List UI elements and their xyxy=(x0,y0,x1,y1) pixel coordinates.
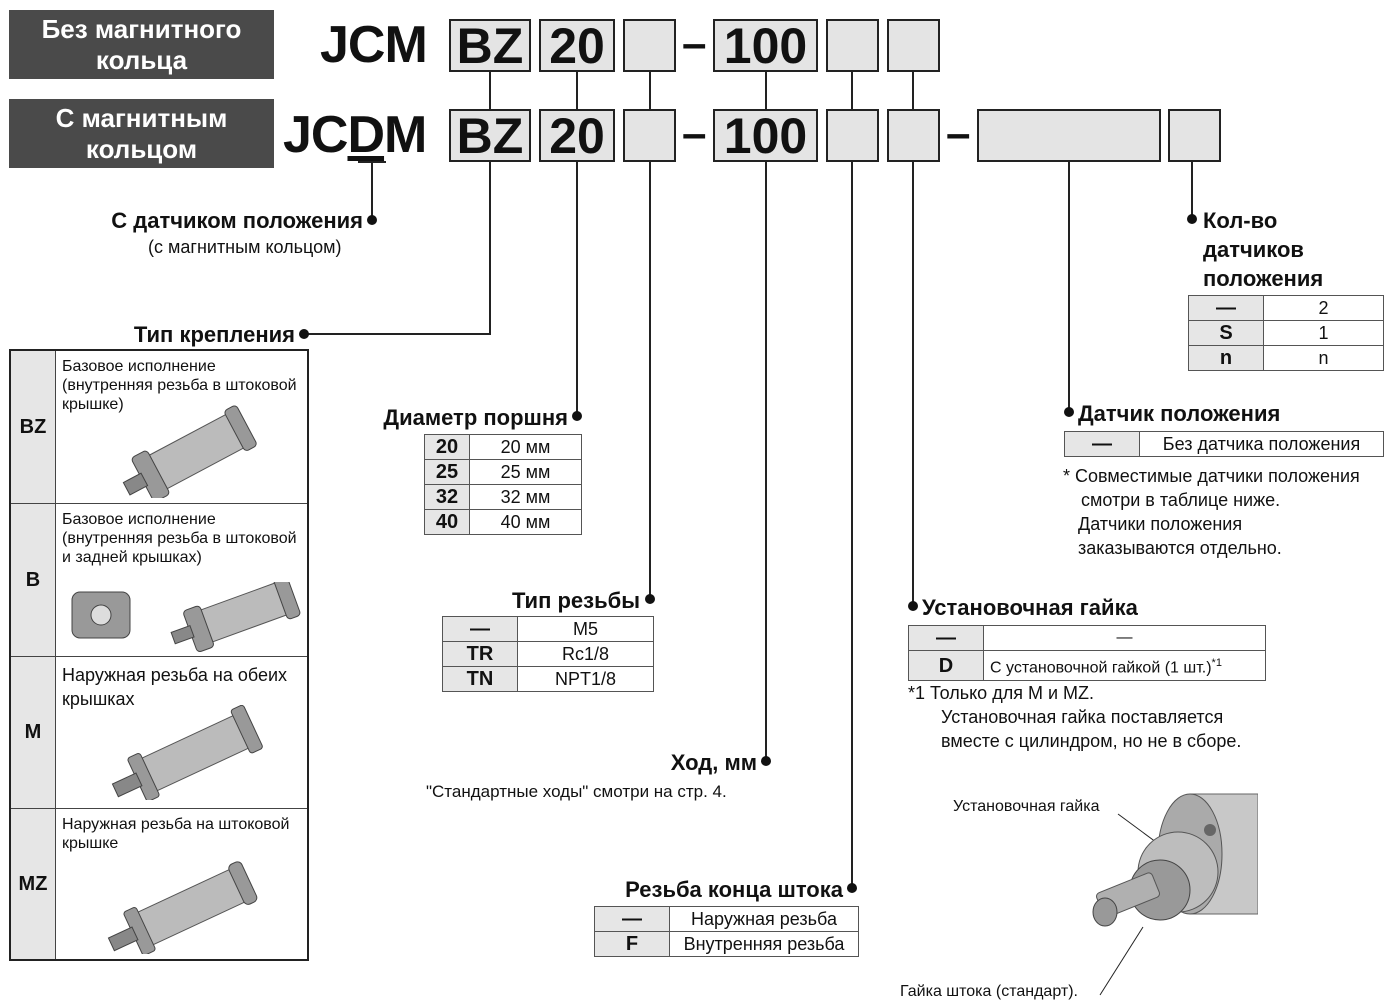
mounting-desc-text: Наружная резьба на обеих крышках xyxy=(62,663,301,711)
port-thread-row: —M5 xyxy=(443,617,654,642)
switch-count-title-3: положения xyxy=(1203,266,1323,292)
switch-count-key: n xyxy=(1189,346,1264,371)
cylinder-mz-image xyxy=(102,859,282,954)
bore-key: 20 xyxy=(425,435,470,460)
bore-key: 32 xyxy=(425,485,470,510)
rod-end-table: —Наружная резьба FВнутренняя резьба xyxy=(594,906,859,957)
port-thread-key: — xyxy=(443,617,518,642)
mounting-key: MZ xyxy=(11,809,56,959)
switch-count-row: —2 xyxy=(1189,296,1384,321)
auto-switch-row: —Без датчика положения xyxy=(1065,432,1384,457)
auto-switch-key: — xyxy=(1065,432,1140,457)
port-thread-value: Rc1/8 xyxy=(518,642,654,667)
mounting-desc: Наружная резьба на штоковой крышке xyxy=(56,809,307,959)
mounting-table: BZ Базовое исполнение (внутренняя резьба… xyxy=(9,349,309,961)
mount-nut-value-text: С установочной гайкой (1 шт.) xyxy=(990,659,1212,676)
mount-nut-value: — xyxy=(984,626,1266,651)
mount-nut-note-1: *1 Только для M и MZ. xyxy=(908,681,1094,705)
switch-count-value: 2 xyxy=(1264,296,1384,321)
cylinder-nut-image xyxy=(1080,790,1258,960)
switch-option-subtitle: (с магнитным кольцом) xyxy=(148,235,342,259)
port-thread-key: TR xyxy=(443,642,518,667)
auto-switch-note-1: * Совместимые датчики положения xyxy=(1063,464,1360,488)
mounting-row-bz: BZ Базовое исполнение (внутренняя резьба… xyxy=(11,351,307,504)
bore-value: 40 мм xyxy=(470,510,582,535)
callout-rod-nut: Гайка штока (стандарт). xyxy=(900,980,1078,1004)
cylinder-bz-image xyxy=(116,403,276,498)
mounting-desc: Наружная резьба на обеих крышках xyxy=(56,657,307,808)
mounting-row-m: M Наружная резьба на обеих крышках xyxy=(11,657,307,809)
port-thread-value: M5 xyxy=(518,617,654,642)
stroke-note: "Стандартные ходы" смотри на стр. 4. xyxy=(426,780,727,804)
switch-count-row: S1 xyxy=(1189,321,1384,346)
auto-switch-note-4: заказываются отдельно. xyxy=(1078,536,1282,560)
mounting-row-b: B Базовое исполнение (внутренняя резьба … xyxy=(11,504,307,657)
auto-switch-note-2: смотри в таблице ниже. xyxy=(1081,488,1280,512)
mount-nut-key: — xyxy=(909,626,984,651)
mounting-key: BZ xyxy=(11,351,56,503)
mounting-desc: Базовое исполнение (внутренняя резьба в … xyxy=(56,351,307,503)
port-thread-value: NPT1/8 xyxy=(518,667,654,692)
mounting-desc-text: Наружная резьба на штоковой крышке xyxy=(62,815,301,853)
auto-switch-table: —Без датчика положения xyxy=(1064,431,1384,457)
rod-end-value: Внутренняя резьба xyxy=(670,932,859,957)
switch-count-key: — xyxy=(1189,296,1264,321)
mount-nut-value: С установочной гайкой (1 шт.)*1 xyxy=(984,651,1266,681)
rod-end-value: Наружная резьба xyxy=(670,907,859,932)
mounting-title: Тип крепления xyxy=(134,322,295,348)
switch-count-key: S xyxy=(1189,321,1264,346)
cylinder-b-image xyxy=(70,582,310,652)
mount-nut-key: D xyxy=(909,651,984,681)
bore-value: 32 мм xyxy=(470,485,582,510)
bore-key: 40 xyxy=(425,510,470,535)
mount-nut-row: DС установочной гайкой (1 шт.)*1 xyxy=(909,651,1266,681)
switch-option-title: С датчиком положения xyxy=(111,208,363,234)
cylinder-m-image xyxy=(106,705,286,800)
port-thread-key: TN xyxy=(443,667,518,692)
stroke-title: Ход, мм xyxy=(671,750,757,776)
bore-value: 25 мм xyxy=(470,460,582,485)
bore-title: Диаметр поршня xyxy=(383,405,568,431)
mount-nut-title: Установочная гайка xyxy=(922,595,1138,621)
switch-count-value: 1 xyxy=(1264,321,1384,346)
mount-nut-note-2: Установочная гайка поставляется xyxy=(941,705,1223,729)
bore-key: 25 xyxy=(425,460,470,485)
mount-nut-note-3: вместе с цилиндром, но не в сборе. xyxy=(941,729,1241,753)
rod-end-key: F xyxy=(595,932,670,957)
mounting-row-mz: MZ Наружная резьба на штоковой крышке xyxy=(11,809,307,959)
auto-switch-title: Датчик положения xyxy=(1078,401,1280,427)
switch-count-title-2: датчиков xyxy=(1203,237,1304,263)
rod-end-key: — xyxy=(595,907,670,932)
mount-nut-footnote-mark: *1 xyxy=(1212,657,1222,669)
auto-switch-note-3: Датчики положения xyxy=(1078,512,1242,536)
mounting-key: M xyxy=(11,657,56,808)
switch-count-value: n xyxy=(1264,346,1384,371)
auto-switch-value: Без датчика положения xyxy=(1140,432,1384,457)
mounting-key: B xyxy=(11,504,56,656)
callout-mount-nut: Установочная гайка xyxy=(953,795,1100,819)
bore-value: 20 мм xyxy=(470,435,582,460)
port-thread-title: Тип резьбы xyxy=(512,588,640,614)
switch-count-title-1: Кол-во xyxy=(1203,208,1277,234)
rod-end-title: Резьба конца штока xyxy=(625,877,843,903)
mounting-desc-text: Базовое исполнение (внутренняя резьба в … xyxy=(62,510,301,567)
mounting-desc: Базовое исполнение (внутренняя резьба в … xyxy=(56,504,307,656)
rod-end-row: —Наружная резьба xyxy=(595,907,859,932)
mount-nut-row: —— xyxy=(909,626,1266,651)
